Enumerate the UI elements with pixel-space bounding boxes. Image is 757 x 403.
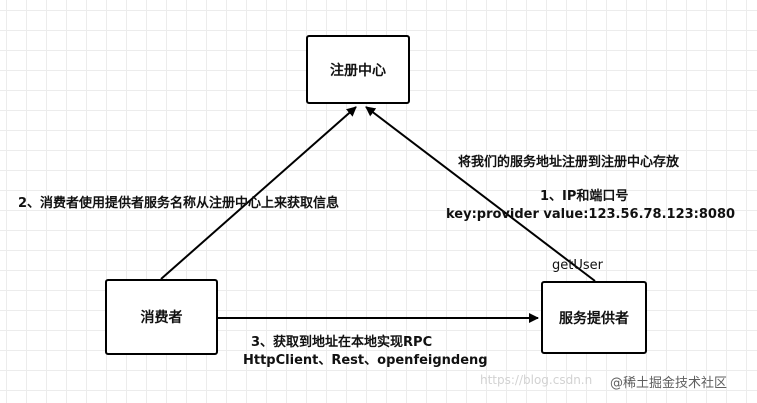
provider-node-label: 服务提供者 bbox=[559, 310, 629, 327]
registry-node: 注册中心 bbox=[306, 35, 410, 104]
rpc-edge-label: 3、获取到地址在本地实现RPC bbox=[251, 335, 433, 350]
discover-edge-label: 2、消费者使用提供者服务名称从注册中心上来获取信息 bbox=[18, 196, 340, 211]
method-label: getUser bbox=[552, 258, 603, 273]
watermark-site: @稀土掘金技术社区 bbox=[610, 376, 728, 391]
register-edge-label: 将我们的服务地址注册到注册中心存放 bbox=[458, 155, 680, 170]
consumer-node-label: 消费者 bbox=[140, 310, 183, 326]
registry-node-label: 注册中心 bbox=[330, 62, 386, 79]
ip-port-label: 1、IP和端口号 bbox=[540, 189, 629, 204]
consumer-node: 消费者 bbox=[105, 279, 218, 355]
key-value-label: key:provider value:123.56.78.123:8080 bbox=[446, 207, 736, 222]
consumer-to-registry-arrow bbox=[160, 106, 357, 280]
provider-to-registry-arrow bbox=[365, 106, 596, 282]
provider-node: 服务提供者 bbox=[541, 281, 647, 354]
client-edge-label: HttpClient、Rest、openfeigndeng bbox=[243, 353, 488, 368]
watermark-url: https://blog.csdn.n bbox=[480, 373, 593, 387]
